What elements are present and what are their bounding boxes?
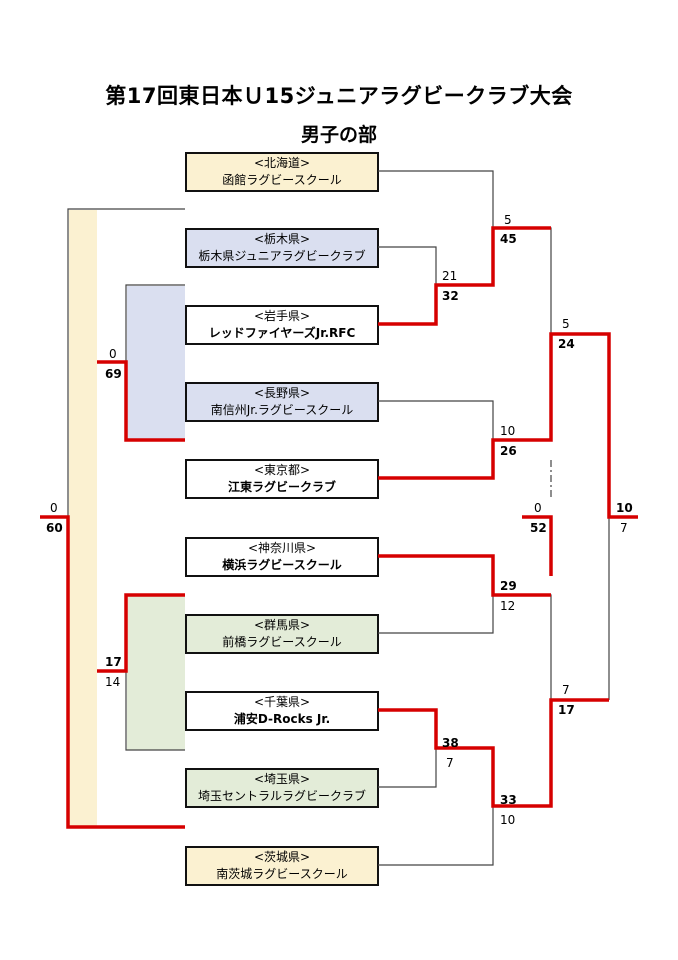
- score-label: 45: [500, 232, 517, 246]
- score-label: 52: [530, 521, 547, 535]
- score-label: 0: [109, 347, 117, 361]
- winner-line-chiba: [378, 698, 609, 808]
- team-name: レッドファイヤーズJr.RFC: [208, 326, 356, 340]
- team-box-saitama[interactable]: <埼玉県> 埼玉セントラルラグビークラブ: [185, 768, 379, 808]
- team-prefecture: <長野県>: [253, 386, 311, 400]
- team-box-iwate[interactable]: <岩手県> レッドファイヤーズJr.RFC: [185, 305, 379, 345]
- bracket-line-left-outer-top: [67, 208, 185, 517]
- score-label: 7: [620, 521, 628, 535]
- team-prefecture: <岩手県>: [253, 309, 311, 323]
- team-prefecture: <神奈川県>: [247, 541, 317, 555]
- score-label: 7: [562, 683, 570, 697]
- score-label: 60: [46, 521, 63, 535]
- score-label: 32: [442, 289, 459, 303]
- team-name: 南茨城ラグビースクール: [216, 867, 348, 881]
- team-name: 江東ラグビークラブ: [227, 480, 336, 494]
- score-label: 10: [616, 501, 633, 515]
- score-label: 12: [500, 599, 516, 613]
- bracket-line-gunma: [378, 595, 494, 634]
- team-name: 南信州Jr.ラグビースクール: [210, 403, 354, 417]
- winner-line-left-green: [97, 593, 185, 673]
- team-name: 浦安D-Rocks Jr.: [233, 712, 331, 726]
- score-label: 24: [558, 337, 575, 351]
- bracket-line-ibaraki: [378, 806, 494, 866]
- score-label: 26: [500, 444, 517, 458]
- winner-line-left-blue: [97, 360, 185, 442]
- winner-line-iwate: [378, 226, 551, 326]
- score-label: 10: [500, 813, 516, 827]
- team-name: 栃木県ジュニアラグビークラブ: [198, 249, 366, 263]
- team-name: 埼玉セントラルラグビークラブ: [197, 789, 366, 803]
- team-prefecture: <東京都>: [253, 463, 311, 477]
- winner-line-tokyo: [378, 332, 638, 519]
- team-prefecture: <茨城県>: [253, 850, 311, 864]
- winner-line-center-stub: [522, 515, 553, 576]
- team-box-chiba[interactable]: <千葉県> 浦安D-Rocks Jr.: [185, 691, 379, 731]
- bracket-line-left-green-bottom: [125, 671, 185, 751]
- team-box-tochigi[interactable]: <栃木県> 栃木県ジュニアラグビークラブ: [185, 228, 379, 268]
- score-label: 17: [105, 655, 122, 669]
- team-box-gunma[interactable]: <群馬県> 前橋ラグビースクール: [185, 614, 379, 654]
- winner-line-kanagawa: [378, 554, 551, 597]
- band-blue-group: [127, 286, 185, 440]
- score-label: 29: [500, 579, 517, 593]
- bracket-line-tochigi: [378, 246, 437, 285]
- team-prefecture: <群馬県>: [253, 618, 311, 632]
- team-name: 前橋ラグビースクール: [222, 635, 342, 649]
- score-label: 69: [105, 367, 122, 381]
- winner-line-left-final: [40, 515, 185, 829]
- band-yellow-outer: [69, 210, 97, 827]
- score-label: 0: [50, 501, 58, 515]
- score-label: 0: [534, 501, 542, 515]
- score-label: 38: [442, 736, 459, 750]
- team-prefecture: <埼玉県>: [253, 772, 311, 786]
- score-label: 5: [562, 317, 570, 331]
- team-box-tokyo[interactable]: <東京都> 江東ラグビークラブ: [185, 459, 379, 499]
- team-name: 函館ラグビースクール: [222, 173, 342, 187]
- division-title: 男子の部: [300, 124, 377, 146]
- score-label: 7: [446, 756, 454, 770]
- bracket-line-nagano: [378, 400, 494, 440]
- team-box-kanagawa[interactable]: <神奈川県> 横浜ラグビースクール: [185, 537, 379, 577]
- score-label: 33: [500, 793, 517, 807]
- team-prefecture: <千葉県>: [253, 695, 311, 709]
- bracket-line-left-blue-top: [125, 284, 185, 362]
- band-green-group: [127, 596, 185, 750]
- score-label: 5: [504, 213, 512, 227]
- score-label: 21: [442, 269, 458, 283]
- score-label: 17: [558, 703, 575, 717]
- team-box-ibaraki[interactable]: <茨城県> 南茨城ラグビースクール: [185, 846, 379, 886]
- team-prefecture: <栃木県>: [253, 232, 311, 246]
- team-box-nagano[interactable]: <長野県> 南信州Jr.ラグビースクール: [185, 382, 379, 422]
- bracket-line-saitama: [378, 748, 437, 788]
- tournament-title: 第17回東日本Ｕ15ジュニアラグビークラブ大会: [105, 84, 573, 108]
- team-box-hokkaido[interactable]: <北海道> 函館ラグビースクール: [185, 152, 379, 192]
- team-name: 横浜ラグビースクール: [222, 558, 342, 572]
- team-prefecture: <北海道>: [253, 156, 311, 170]
- score-label: 10: [500, 424, 516, 438]
- bracket-line-hokkaido: [378, 170, 494, 228]
- score-label: 14: [105, 675, 121, 689]
